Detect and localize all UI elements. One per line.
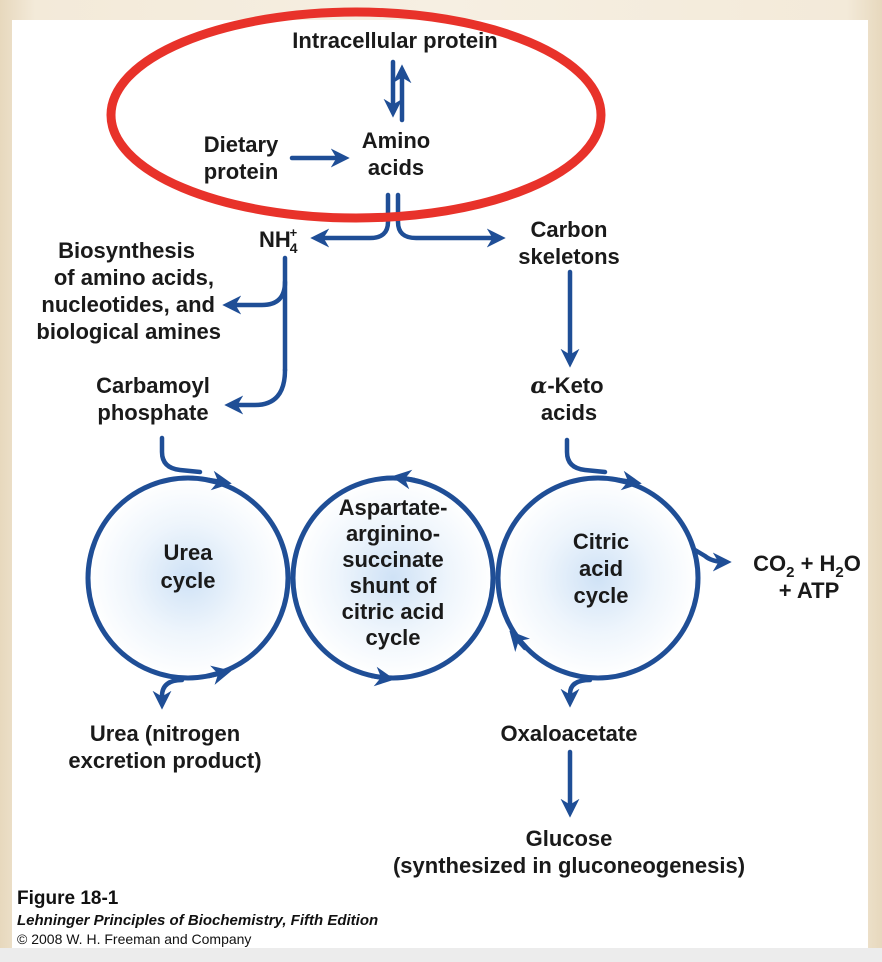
h2o-sub: 2	[835, 564, 843, 581]
citric-label-3: cycle	[573, 583, 628, 608]
biosynthesis-label-2: of amino acids,	[54, 265, 214, 290]
carbamoyl-label-1: Carbamoyl	[96, 373, 210, 398]
shunt-label-4: shunt of	[350, 573, 437, 598]
shunt-label-6: cycle	[365, 625, 420, 650]
oxaloacetate-label: Oxaloacetate	[501, 721, 638, 746]
shunt-arrowhead-bottom	[369, 666, 395, 687]
intracellular-protein-label: Intracellular protein	[292, 28, 497, 53]
nh4-to-carbamoyl-arrow	[224, 367, 288, 415]
shunt-label-1: Aspartate-	[339, 495, 448, 520]
urea-cycle-to-urea-arrow	[152, 677, 185, 710]
plus-h-text: + H	[794, 551, 835, 576]
glucose-label-1: Glucose	[526, 826, 613, 851]
urea-product-label-2: excretion product)	[68, 748, 261, 773]
biosynthesis-label-1: Biosynthesis	[58, 238, 195, 263]
keto-acids-label-1: α-Keto	[530, 373, 603, 399]
urea-cycle-label-2: cycle	[160, 568, 215, 593]
co2-sub: 2	[786, 564, 794, 581]
keto-text: -Keto	[547, 373, 603, 398]
figure-number: Figure 18-1	[17, 888, 119, 909]
nh4-superscript: +	[290, 225, 298, 240]
shunt-label-5: citric acid	[342, 599, 445, 624]
keto-acids-label-2: acids	[541, 400, 597, 425]
aa-to-nh4-arrow	[310, 192, 391, 248]
alpha-symbol: α	[530, 373, 547, 399]
nh4-label: NH4+	[259, 225, 298, 256]
book-title: Lehninger Principles of Biochemistry, Fi…	[17, 912, 378, 929]
amino-acids-label-2: acids	[368, 155, 424, 180]
citric-cycle-circle	[495, 475, 701, 681]
citric-to-co2-arrow	[692, 547, 732, 572]
co2-h2o-label: CO2 + H2O	[753, 551, 861, 581]
urea-product-label-1: Urea (nitrogen	[90, 721, 240, 746]
citric-arrowhead-top	[616, 470, 642, 491]
citric-to-oxaloacetate-arrow	[560, 677, 593, 708]
urea-cycle-arrowhead-bottom	[206, 665, 232, 685]
carbamoyl-label-2: phosphate	[97, 400, 208, 425]
citric-label-2: acid	[579, 556, 623, 581]
highlight-oval	[106, 7, 606, 223]
nh4-to-biosynthesis-arrow	[222, 279, 288, 315]
dietary-protein-label-2: protein	[204, 159, 279, 184]
atp-label: + ATP	[779, 578, 840, 603]
amino-acids-label-1: Amino	[362, 128, 430, 153]
carbon-skeletons-label-2: skeletons	[518, 244, 620, 269]
citric-label-1: Citric	[573, 529, 629, 554]
urea-cycle-circle	[85, 475, 291, 681]
carbamoyl-into-urea-arrow	[159, 435, 203, 475]
biosynthesis-label-4: biological amines	[36, 319, 221, 344]
bottom-strip	[0, 948, 882, 962]
urea-cycle-arrowhead-top	[206, 470, 232, 491]
shunt-label-2: arginino-	[346, 521, 440, 546]
citric-arrowhead-left	[509, 630, 530, 652]
dietary-protein-label-1: Dietary	[204, 132, 279, 157]
nh4-base: NH	[259, 227, 291, 252]
co2-text: CO	[753, 551, 786, 576]
nh4-subscript: 4	[290, 240, 298, 256]
glucose-label-2: (synthesized in gluconeogenesis)	[393, 853, 745, 878]
shunt-arrowhead-top	[391, 469, 417, 490]
copyright-notice: © 2008 W. H. Freeman and Company	[17, 931, 251, 947]
urea-cycle-label-1: Urea	[164, 540, 214, 565]
o-text: O	[844, 551, 861, 576]
keto-into-citric-arrow	[564, 437, 608, 475]
carbon-skeletons-label-1: Carbon	[531, 217, 608, 242]
aa-to-carbon-arrow	[395, 192, 506, 248]
biosynthesis-label-3: nucleotides, and	[41, 292, 215, 317]
shunt-label-3: succinate	[342, 547, 444, 572]
